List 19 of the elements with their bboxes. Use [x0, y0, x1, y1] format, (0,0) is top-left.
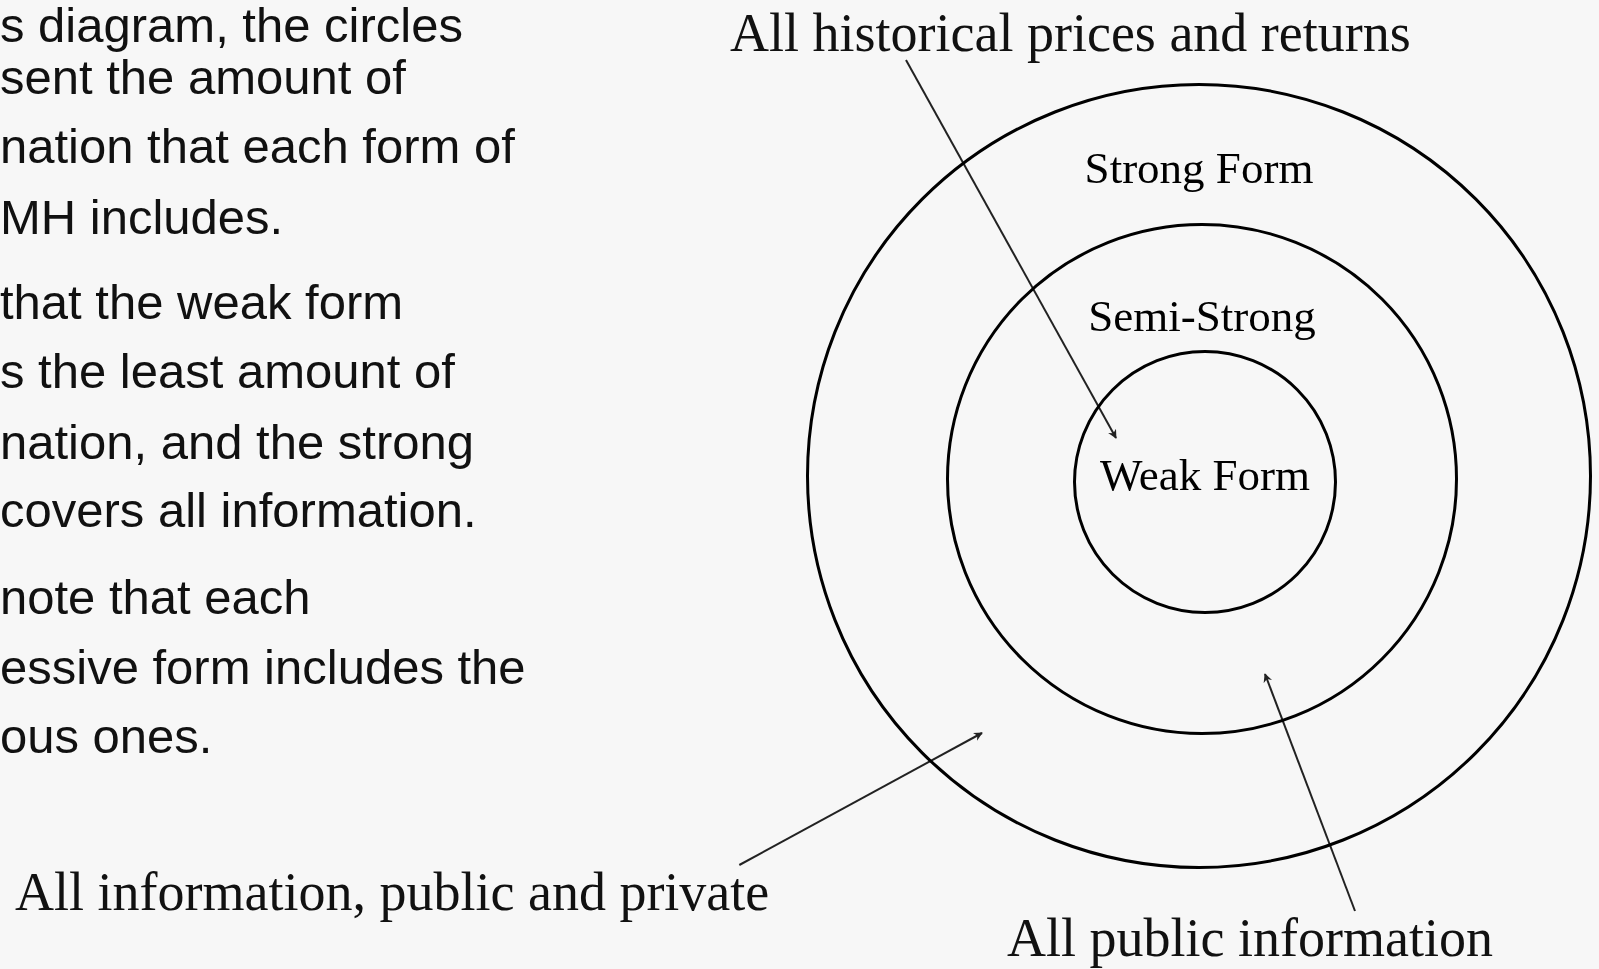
- text-line: nation, and the strong: [0, 414, 475, 471]
- ring-circle: [1073, 350, 1337, 614]
- circle-label: Strong Form: [1084, 143, 1314, 193]
- circle-label: Semi-Strong: [1088, 291, 1316, 341]
- text-line: covers all information.: [0, 482, 477, 539]
- text-line: s diagram, the circles: [0, 0, 463, 54]
- text-line: essive form includes the: [0, 639, 526, 696]
- text-line: that the weak form: [0, 274, 404, 331]
- text-line: nation that each form of: [0, 118, 515, 175]
- text-line: MH includes.: [0, 189, 284, 246]
- circle-label: Weak Form: [1099, 450, 1311, 500]
- ring-circle: [806, 83, 1592, 869]
- text-line: note that each: [0, 569, 311, 626]
- ring-circle: [946, 223, 1458, 735]
- text-line: ous ones.: [0, 708, 213, 765]
- leader-arrow: [905, 59, 1117, 439]
- text-line: s the least amount of: [0, 343, 455, 400]
- leader-arrow: [1263, 673, 1356, 912]
- leader-arrow: [738, 732, 983, 866]
